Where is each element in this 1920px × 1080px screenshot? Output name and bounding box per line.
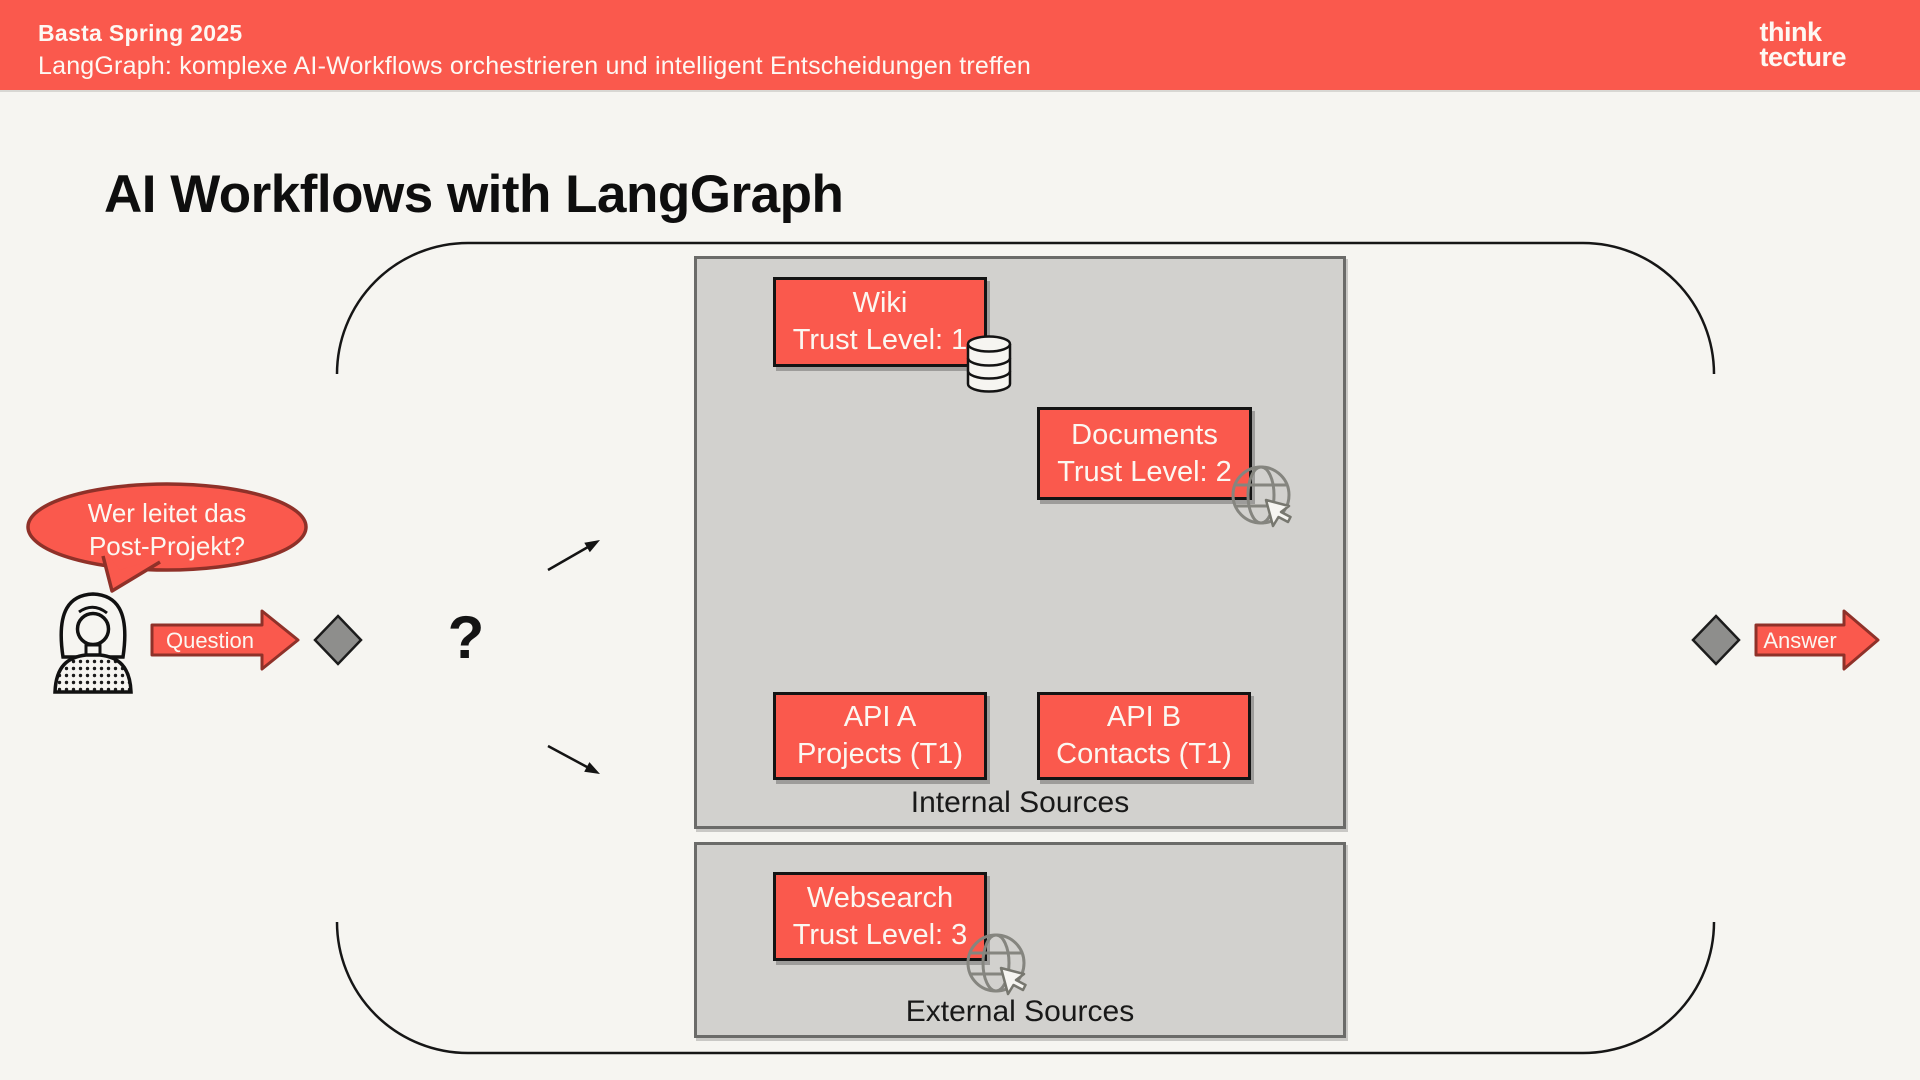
node-subtitle: Trust Level: 2: [1057, 455, 1232, 488]
node-websearch: Websearch Trust Level: 3: [773, 872, 987, 961]
event-title: Basta Spring 2025: [38, 20, 243, 46]
answer-arrow-label: Answer: [1763, 628, 1837, 653]
node-title: Documents: [1071, 418, 1218, 451]
node-subtitle: Projects (T1): [797, 738, 963, 770]
output-diamond-icon: [1691, 614, 1741, 666]
bubble-line-1: Wer leitet das: [87, 498, 247, 528]
question-arrow-label: Question: [165, 628, 255, 653]
node-documents: Documents Trust Level: 2: [1037, 407, 1252, 500]
page-title: AI Workflows with LangGraph: [104, 165, 844, 224]
person-icon: [53, 592, 133, 694]
logo-line-1: think: [1759, 17, 1822, 47]
branch-arrow-down: [547, 744, 600, 774]
input-diamond-icon: [313, 614, 363, 666]
talk-subtitle: LangGraph: komplexe AI-Workflows orchest…: [38, 52, 1032, 80]
decision-question-mark: ?: [447, 604, 485, 671]
internal-sources-label: Internal Sources: [910, 786, 1130, 819]
node-title: Websearch: [806, 881, 954, 914]
node-title: API B: [1106, 701, 1182, 733]
node-title: Wiki: [852, 287, 908, 319]
node-subtitle: Trust Level: 1: [792, 324, 968, 356]
speech-bubble-text: Wer leitet das Post-Projekt?: [30, 497, 304, 563]
thinktecture-logo: think tecture: [1759, 17, 1846, 72]
header-bar: Basta Spring 2025 LangGraph: komplexe AI…: [0, 0, 1920, 90]
node-api-a: API A Projects (T1): [773, 692, 987, 780]
logo-line-2: tecture: [1759, 42, 1846, 72]
node-subtitle: Contacts (T1): [1056, 738, 1232, 770]
node-wiki: Wiki Trust Level: 1: [773, 277, 987, 367]
node-subtitle: Trust Level: 3: [792, 918, 968, 951]
external-sources-label: External Sources: [905, 995, 1135, 1028]
branch-arrow-up: [547, 540, 600, 572]
node-api-b: API B Contacts (T1): [1037, 692, 1251, 780]
node-title: API A: [843, 701, 917, 733]
bubble-line-2: Post-Projekt?: [88, 531, 246, 561]
